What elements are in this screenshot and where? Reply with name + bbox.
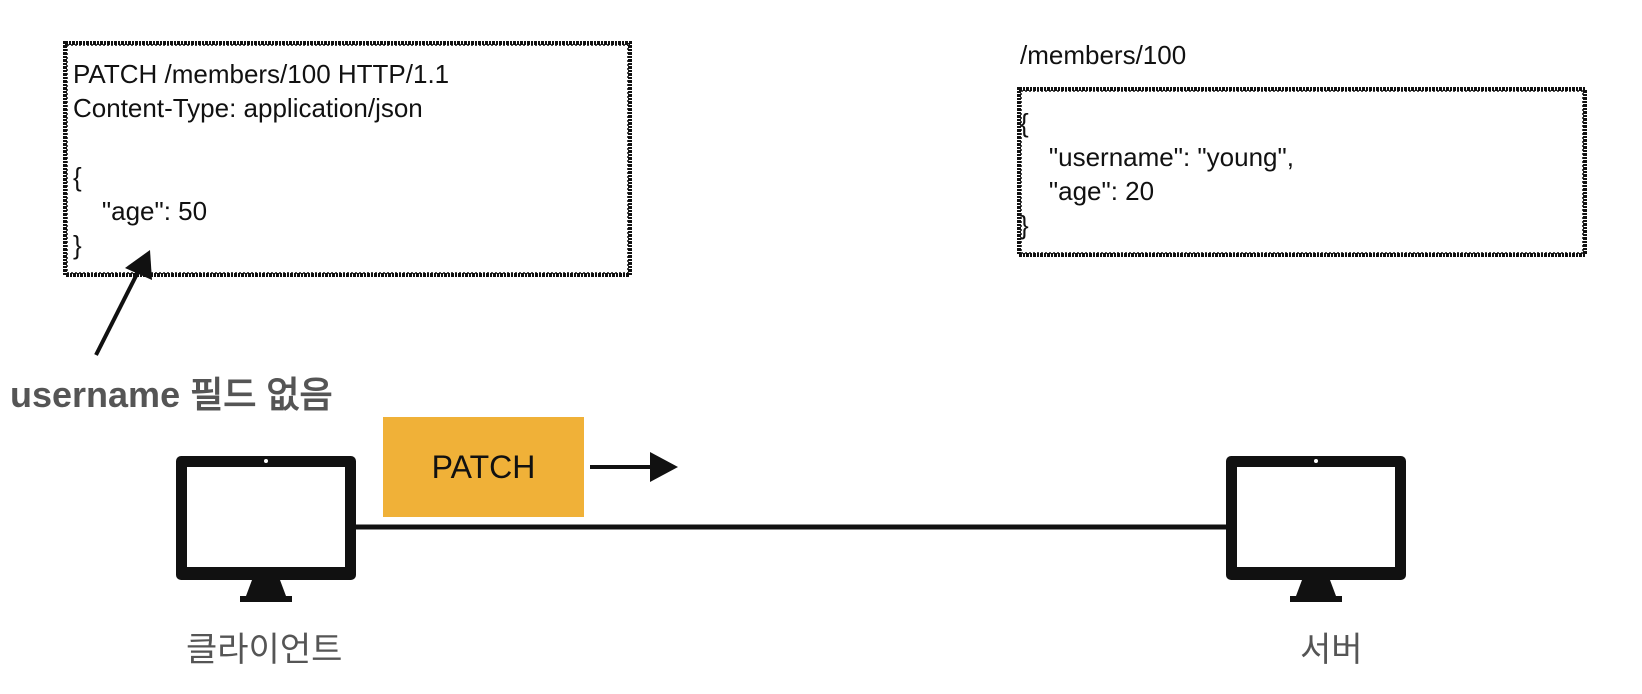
resource-age-field: "age": 20 <box>1020 176 1155 206</box>
client-label: 클라이언트 <box>186 631 343 669</box>
resource-username-field: "username": "young", <box>1020 142 1294 172</box>
method-label: PATCH <box>431 448 536 485</box>
content-type-header: Content-Type: application/json <box>73 93 423 123</box>
resource-close-brace: } <box>1020 210 1029 240</box>
body-close-brace: } <box>73 230 82 260</box>
body-age-field: "age": 50 <box>73 196 208 226</box>
request-line: PATCH /members/100 HTTP/1.1 <box>73 59 450 89</box>
request-box-border <box>63 41 632 277</box>
request-arrow-head <box>650 452 678 482</box>
client-monitor-icon <box>176 456 356 602</box>
annotation-arrow-shaft <box>94 267 142 356</box>
resource-path-title: /members/100 <box>1020 40 1187 70</box>
missing-field-annotation: username 필드 없음 <box>10 374 333 415</box>
request-message-box: PATCH /members/100 HTTP/1.1 Content-Type… <box>63 41 632 277</box>
resource-open-brace: { <box>1020 108 1029 138</box>
body-open-brace: { <box>73 162 82 192</box>
method-box: PATCH <box>383 417 584 517</box>
server-label: 서버 <box>1300 631 1363 669</box>
server-monitor-icon <box>1226 456 1406 602</box>
resource-state-box: { "username": "young", "age": 20 } <box>1017 87 1587 257</box>
resource-box-border <box>1017 87 1587 257</box>
